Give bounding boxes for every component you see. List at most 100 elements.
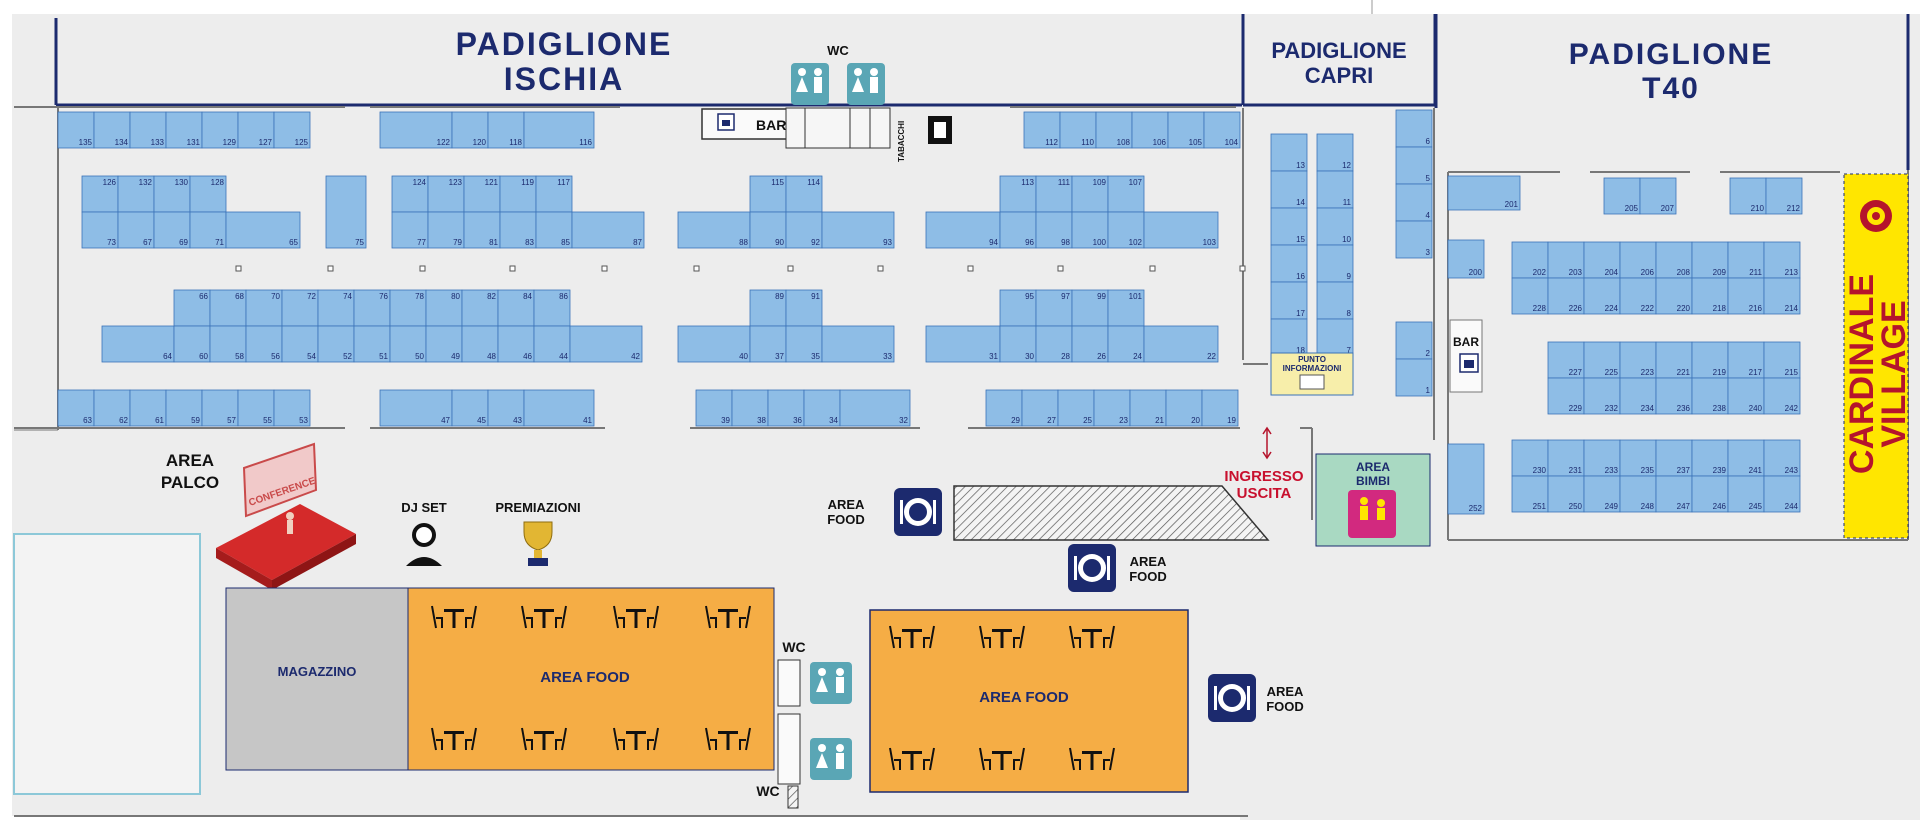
booth[interactable]: 108: [1095, 111, 1133, 149]
booth[interactable]: 58: [209, 325, 247, 363]
booth[interactable]: 13: [1270, 133, 1308, 172]
booth[interactable]: 15: [1270, 207, 1308, 246]
booth[interactable]: 79: [427, 211, 465, 249]
booth[interactable]: 95: [999, 289, 1037, 327]
booth[interactable]: 106: [1131, 111, 1169, 149]
booth[interactable]: 25: [1057, 389, 1095, 427]
booth[interactable]: 239: [1691, 439, 1729, 477]
booth[interactable]: 240: [1727, 377, 1765, 415]
booth[interactable]: 68: [209, 289, 247, 327]
booth[interactable]: 27: [1021, 389, 1059, 427]
booth[interactable]: 73: [81, 211, 119, 249]
booth[interactable]: 223: [1619, 341, 1657, 379]
booth[interactable]: 252: [1447, 443, 1485, 515]
booth[interactable]: 28: [1035, 325, 1073, 363]
booth[interactable]: 93: [821, 211, 895, 249]
booth[interactable]: 88: [677, 211, 751, 249]
booth[interactable]: 124: [391, 175, 429, 213]
booth[interactable]: 64: [101, 325, 175, 363]
booth[interactable]: 110: [1059, 111, 1097, 149]
booth[interactable]: 205: [1603, 177, 1641, 215]
booth[interactable]: 228: [1511, 277, 1549, 315]
booth[interactable]: 123: [427, 175, 465, 213]
booth[interactable]: 100: [1071, 211, 1109, 249]
booth[interactable]: 120: [451, 111, 489, 149]
booth[interactable]: 237: [1655, 439, 1693, 477]
booth[interactable]: 218: [1691, 277, 1729, 315]
booth[interactable]: 203: [1547, 241, 1585, 279]
booth[interactable]: 115: [749, 175, 787, 213]
booth[interactable]: 98: [1035, 211, 1073, 249]
booth[interactable]: 44: [533, 325, 571, 363]
booth[interactable]: 33: [821, 325, 895, 363]
booth[interactable]: 47: [379, 389, 453, 427]
booth[interactable]: 135: [57, 111, 95, 149]
booth[interactable]: 201: [1447, 175, 1521, 211]
booth[interactable]: 221: [1655, 341, 1693, 379]
booth[interactable]: 59: [165, 389, 203, 427]
booth[interactable]: 133: [129, 111, 167, 149]
booth[interactable]: 241: [1727, 439, 1765, 477]
booth[interactable]: 63: [57, 389, 95, 427]
booth[interactable]: 18: [1270, 318, 1308, 357]
booth[interactable]: 9: [1316, 244, 1354, 283]
booth[interactable]: 246: [1691, 475, 1729, 513]
booth[interactable]: 211: [1727, 241, 1765, 279]
booth[interactable]: 84: [497, 289, 535, 327]
booth[interactable]: 126: [81, 175, 119, 213]
booth[interactable]: 69: [153, 211, 191, 249]
booth[interactable]: 111: [1035, 175, 1073, 213]
booth[interactable]: 119: [499, 175, 537, 213]
booth[interactable]: 67: [117, 211, 155, 249]
booth[interactable]: 236: [1655, 377, 1693, 415]
booth[interactable]: 247: [1655, 475, 1693, 513]
booth[interactable]: 34: [803, 389, 841, 427]
booth[interactable]: 131: [165, 111, 203, 149]
booth[interactable]: 101: [1107, 289, 1145, 327]
booth[interactable]: 50: [389, 325, 427, 363]
booth[interactable]: 49: [425, 325, 463, 363]
booth[interactable]: 105: [1167, 111, 1205, 149]
booth[interactable]: 209: [1691, 241, 1729, 279]
booth[interactable]: 48: [461, 325, 499, 363]
booth[interactable]: 202: [1511, 241, 1549, 279]
booth[interactable]: 46: [497, 325, 535, 363]
booth[interactable]: 129: [201, 111, 239, 149]
booth[interactable]: 53: [273, 389, 311, 427]
booth[interactable]: 227: [1547, 341, 1585, 379]
booth[interactable]: 23: [1093, 389, 1131, 427]
booth[interactable]: 43: [487, 389, 525, 427]
booth[interactable]: 86: [533, 289, 571, 327]
booth[interactable]: 20: [1165, 389, 1203, 427]
booth[interactable]: 212: [1765, 177, 1803, 215]
booth[interactable]: 225: [1583, 341, 1621, 379]
booth[interactable]: 213: [1763, 241, 1801, 279]
booth[interactable]: 40: [677, 325, 751, 363]
booth[interactable]: 215: [1763, 341, 1801, 379]
booth[interactable]: 226: [1547, 277, 1585, 315]
booth[interactable]: 103: [1143, 211, 1219, 249]
booth[interactable]: 80: [425, 289, 463, 327]
booth[interactable]: 61: [129, 389, 167, 427]
booth[interactable]: 249: [1583, 475, 1621, 513]
booth[interactable]: 42: [569, 325, 643, 363]
booth[interactable]: 70: [245, 289, 283, 327]
booth[interactable]: 81: [463, 211, 501, 249]
booth[interactable]: 41: [523, 389, 595, 427]
booth[interactable]: 207: [1639, 177, 1677, 215]
booth[interactable]: 130: [153, 175, 191, 213]
booth[interactable]: 224: [1583, 277, 1621, 315]
booth[interactable]: 45: [451, 389, 489, 427]
booth[interactable]: 113: [999, 175, 1037, 213]
booth[interactable]: 10: [1316, 207, 1354, 246]
booth[interactable]: 94: [925, 211, 1001, 249]
booth[interactable]: 6: [1395, 109, 1433, 148]
booth[interactable]: 26: [1071, 325, 1109, 363]
booth[interactable]: 114: [785, 175, 823, 213]
booth[interactable]: 24: [1107, 325, 1145, 363]
booth[interactable]: 5: [1395, 146, 1433, 185]
booth[interactable]: 16: [1270, 244, 1308, 283]
booth[interactable]: 7: [1316, 318, 1354, 357]
booth[interactable]: 251: [1511, 475, 1549, 513]
booth[interactable]: 102: [1107, 211, 1145, 249]
